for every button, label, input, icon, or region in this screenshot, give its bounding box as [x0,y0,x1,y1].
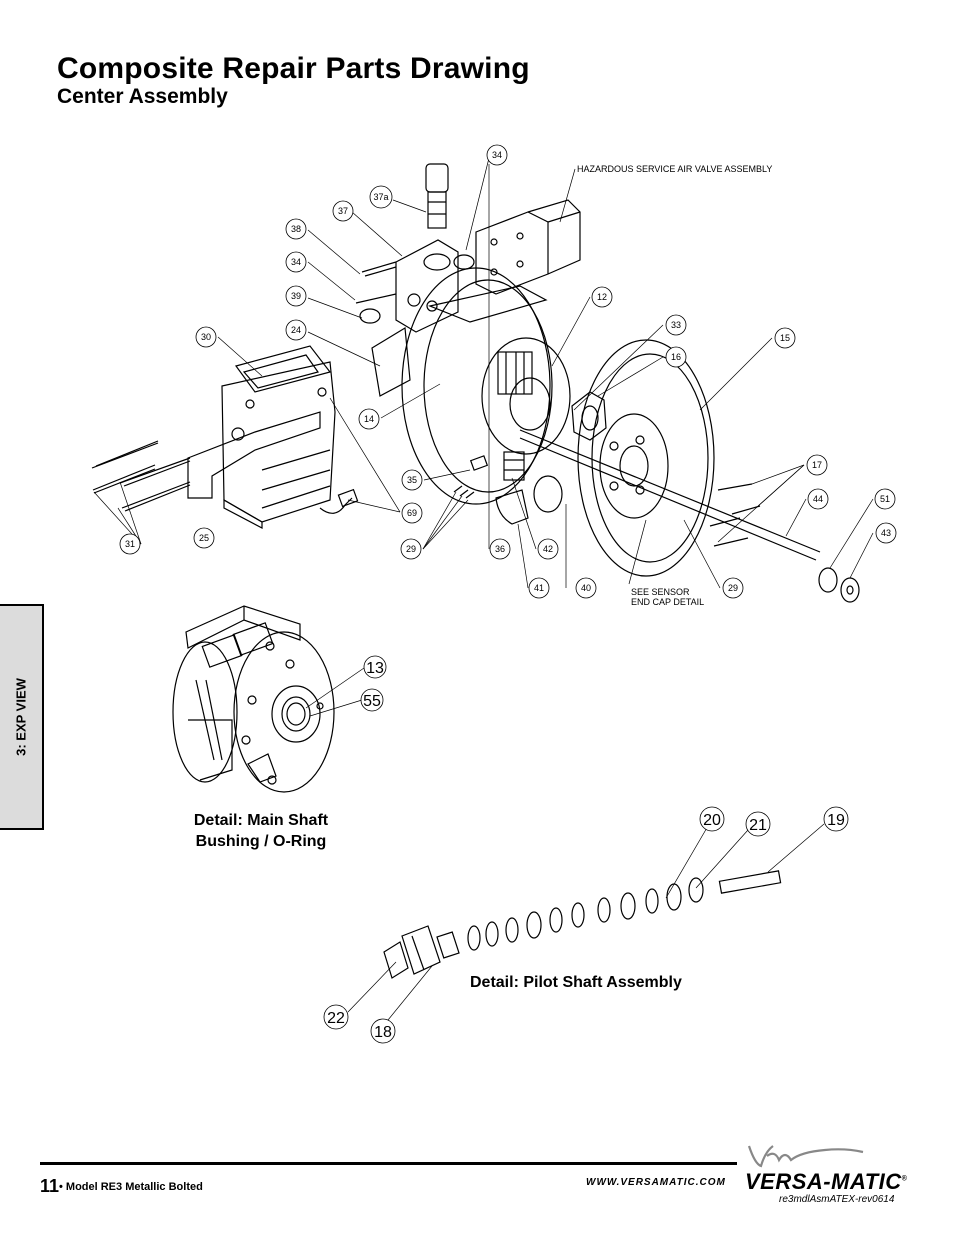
callout-bubble[interactable]: 16 [665,346,687,368]
svg-text:33: 33 [671,320,681,330]
svg-text:31: 31 [125,539,135,549]
callout-bubble[interactable]: 20 [699,806,725,832]
svg-text:16: 16 [671,352,681,362]
callout-bubble[interactable]: 17 [806,454,828,476]
svg-text:21: 21 [749,817,767,834]
svg-text:18: 18 [374,1024,392,1041]
sensor-note-line2: END CAP DETAIL [631,597,704,607]
page-number: 11 [40,1176,60,1196]
callout-bubble[interactable]: 14 [358,408,380,430]
air-valve-note: HAZARDOUS SERVICE AIR VALVE ASSEMBLY [577,164,772,174]
svg-text:36: 36 [495,544,505,554]
svg-text:22: 22 [327,1010,345,1027]
callout-bubble[interactable]: 37a [369,185,393,209]
svg-text:37a: 37a [373,192,388,202]
pilot-shaft-illustration [383,870,782,979]
svg-text:40: 40 [581,583,591,593]
callout-bubble[interactable]: 19 [823,806,849,832]
footer-divider [40,1162,737,1165]
svg-text:12: 12 [597,292,607,302]
svg-text:17: 17 [812,460,822,470]
callout-bubble[interactable]: 43 [875,522,897,544]
bracket-part [371,326,411,397]
callout-bubble[interactable]: 35 [401,469,423,491]
callout-bubble[interactable]: 13 [363,655,387,679]
svg-text:37: 37 [338,206,348,216]
svg-text:29: 29 [406,544,416,554]
callout-bubble[interactable]: 24 [285,319,307,341]
svg-text:43: 43 [881,528,891,538]
svg-text:41: 41 [534,583,544,593]
callout-bubble[interactable]: 34 [285,251,307,273]
callout-bubble[interactable]: 44 [807,488,829,510]
svg-text:69: 69 [407,508,417,518]
svg-text:24: 24 [291,325,301,335]
exploded-view-leaders [93,157,874,589]
callout-bubble[interactable]: 33 [665,314,687,336]
svg-text:29: 29 [728,583,738,593]
page-subtitle: Center Assembly [57,85,228,108]
svg-text:35: 35 [407,475,417,485]
main-shaft-caption: Detail: Main Shaft Bushing / O-Ring [193,812,329,850]
main-shaft-detail-illustration [172,605,335,793]
document-reference: re3mdlAsmATEX-rev0614 [779,1194,895,1205]
pilot-shaft-caption: Detail: Pilot Shaft Assembly [470,974,682,991]
brand-name: VERSA-MATIC® [745,1169,908,1194]
callout-bubble[interactable]: 69 [401,502,423,524]
shaft-part [519,429,821,553]
callout-bubble[interactable]: 15 [774,327,796,349]
callout-bubble[interactable]: 38 [285,218,307,240]
callout-bubble[interactable]: 37 [332,200,354,222]
callout-bubble[interactable]: 12 [591,286,613,308]
callout-bubble[interactable]: 42 [537,538,559,560]
air-valve-part [475,211,549,295]
model-name: • Model RE3 Metallic Bolted [59,1181,203,1193]
callout-bubble[interactable]: 41 [528,577,550,599]
sensor-note-line1: SEE SENSOR [631,587,690,597]
page-title: Composite Repair Parts Drawing [57,52,530,85]
callout-bubble[interactable]: 18 [370,1018,396,1044]
exploded-view-callouts: 34 37a 37 38 34 39 24 30 14 12 33 16 15 … [119,144,897,607]
callout-bubble[interactable]: 25 [193,527,215,549]
tie-rod-part [91,442,159,469]
callout-bubble[interactable]: 40 [575,577,597,599]
pilot-block-part [395,239,459,333]
callout-bubble[interactable]: 21 [745,811,771,837]
svg-text:30: 30 [201,332,211,342]
svg-text:34: 34 [492,150,502,160]
exploded-view-illustration [91,163,860,603]
svg-text:13: 13 [366,660,384,677]
svg-text:39: 39 [291,291,301,301]
svg-text:14: 14 [364,414,374,424]
svg-text:42: 42 [543,544,553,554]
website-link[interactable]: WWW.VERSAMATIC.COM [586,1177,726,1188]
callout-bubble[interactable]: 39 [285,285,307,307]
svg-text:20: 20 [703,812,721,829]
valve-part [425,163,449,193]
section-tab[interactable]: 3: EXP VIEW [0,604,44,830]
callout-bubble[interactable]: 29 [400,538,422,560]
svg-text:19: 19 [827,812,845,829]
callout-bubble[interactable]: 29 [722,577,744,599]
svg-text:55: 55 [363,693,381,710]
svg-text:38: 38 [291,224,301,234]
callout-bubble[interactable]: 55 [360,688,384,712]
callout-bubble[interactable]: 31 [119,533,141,555]
callout-bubble[interactable]: 36 [489,538,511,560]
brand-logo-icon [747,1145,864,1168]
callout-bubble[interactable]: 22 [323,1004,349,1030]
air-chamber-part [577,339,715,577]
svg-text:44: 44 [813,494,823,504]
svg-text:34: 34 [291,257,301,267]
callout-bubble[interactable]: 34 [486,144,508,166]
callout-bubble[interactable]: 30 [195,326,217,348]
svg-text:25: 25 [199,533,209,543]
center-body-part [401,267,551,505]
svg-text:51: 51 [880,494,890,504]
callout-bubble[interactable]: 51 [874,488,896,510]
svg-text:15: 15 [780,333,790,343]
